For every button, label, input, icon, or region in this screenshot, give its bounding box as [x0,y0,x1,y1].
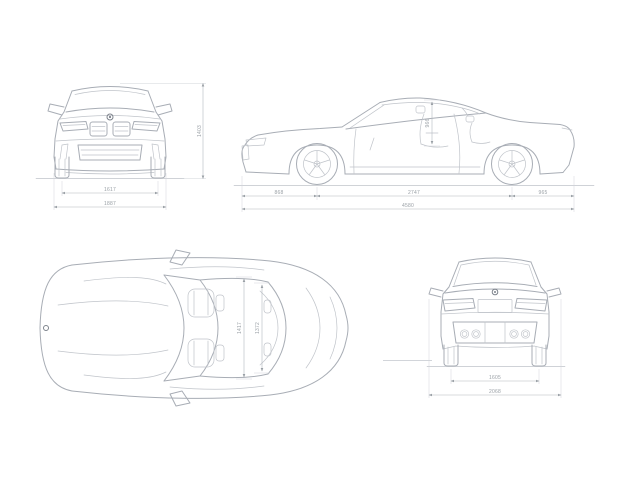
top-windshield-base [163,274,185,382]
top-view-drawing: 1417 1372 [39,249,349,407]
rear-width-label: 2068 [489,389,501,395]
side-length-label: 4580 [402,203,414,209]
front-width-dim-label: 1887 [104,201,116,207]
top-dimensions: 1417 1372 [236,276,270,380]
side-cabin-height-label: 966 [425,119,431,128]
side-front-wheel-arch [288,144,346,175]
front-track-dim-label: 1617 [104,187,116,193]
front-car-outline [35,86,185,179]
rear-license-plate [477,299,513,313]
rear-right-mirror [546,287,562,298]
rear-view-drawing: 1605 2068 [426,257,566,398]
front-left-headlight [59,121,89,132]
side-view-drawing: 868 2747 965 4580 966 [233,97,595,212]
side-beltline [345,112,487,130]
side-front-overhang-label: 868 [275,190,284,196]
top-rear-glass [267,281,287,375]
side-rear-overhang-label: 965 [539,190,548,196]
rear-car-outline [426,257,566,367]
side-rear-wheel [491,143,533,185]
side-fender-vent [369,137,375,151]
side-front-door-line [353,128,357,174]
front-center-intake [77,144,143,161]
side-front-seat [415,105,449,148]
top-rear-bench [259,290,279,366]
top-front-shoulder-label: 1417 [237,322,243,334]
top-windshield-top [199,279,219,377]
top-trunk-line [305,287,321,369]
bmw-roundel-icon [491,288,499,296]
top-spoiler-line [329,296,338,360]
rear-left-mirror [428,287,444,298]
front-view-drawing: 1617 1887 1403 [35,83,206,210]
top-right-mirror [169,390,191,407]
rear-track-label: 1605 [489,375,501,381]
side-front-wheel [296,143,338,185]
side-dimensions: 868 2747 965 4580 966 [241,99,575,212]
front-left-intake [59,143,69,160]
front-height-dim-label: 1403 [197,125,203,137]
side-rear-wheel-arch [483,144,541,175]
front-left-mirror [47,103,65,116]
top-rear-shoulder-label: 1372 [255,322,261,334]
rear-window-base [452,282,538,287]
side-wheelbase-label: 2747 [408,190,420,196]
rear-wheels [443,344,547,367]
rear-dimensions: 1605 2068 [428,299,562,398]
reference-line [383,360,432,361]
front-right-intake [151,143,161,160]
top-car-outline [39,249,349,407]
side-headlight [245,137,267,147]
front-right-headlight [131,121,161,132]
side-rear-door-line [453,113,461,174]
bmw-roundel-icon [43,325,49,331]
rear-right-taillight [514,298,548,312]
side-rear-seat [465,115,491,144]
top-left-mirror [169,249,191,266]
rear-diffuser [452,321,538,344]
side-taillight [561,127,573,131]
front-right-mirror [155,103,173,116]
top-roof-edges [199,277,269,379]
side-car-outline [233,97,595,186]
front-kidney-grille [89,121,131,137]
bmw-roundel-icon [106,113,114,121]
front-wheels [54,156,166,179]
rear-left-taillight [442,298,476,312]
top-front-seats [187,288,225,368]
front-dimensions: 1617 1887 1403 [53,83,206,210]
